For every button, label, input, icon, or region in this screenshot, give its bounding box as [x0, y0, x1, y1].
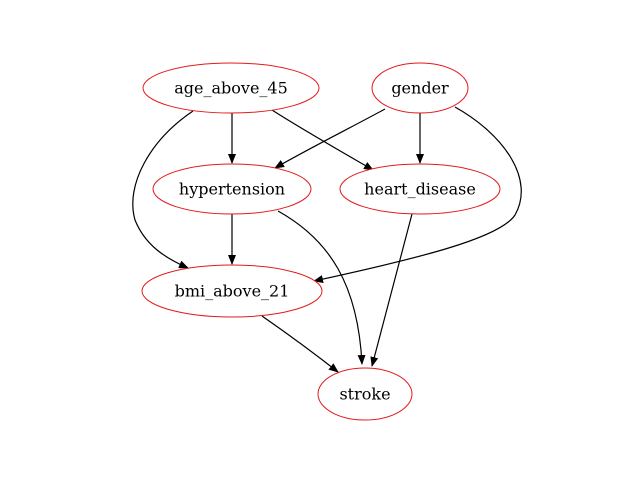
edges — [132, 106, 522, 373]
edge-heart-disease-to-stroke — [370, 213, 413, 367]
node-label: heart_disease — [364, 180, 476, 199]
edge-hypertension-to-stroke — [277, 210, 366, 365]
node-heart-disease: heart_disease — [339, 163, 501, 215]
edge-bmi-to-stroke — [261, 315, 339, 373]
node-label: bmi_above_21 — [175, 282, 290, 301]
node-outline — [142, 62, 320, 114]
node-outline — [339, 163, 501, 215]
node-age-above-45: age_above_45 — [142, 62, 320, 114]
node-outline — [152, 163, 312, 215]
edge-gender-to-bmi — [313, 106, 522, 284]
edge-gender-to-hypertension — [274, 108, 386, 169]
node-bmi-above-21: bmi_above_21 — [141, 264, 323, 318]
node-label: stroke — [339, 385, 390, 404]
edge-age-to-heart-disease — [271, 109, 374, 171]
node-outline — [317, 367, 413, 421]
node-hypertension: hypertension — [152, 163, 312, 215]
edge-age-to-bmi — [132, 110, 194, 269]
node-stroke: stroke — [317, 367, 413, 421]
nodes: age_above_45 gender hypertension heart_d… — [141, 62, 501, 421]
node-label: gender — [391, 79, 449, 98]
node-gender: gender — [371, 62, 469, 114]
node-label: hypertension — [179, 180, 285, 199]
node-label: age_above_45 — [174, 79, 288, 98]
node-outline — [371, 62, 469, 114]
node-outline — [141, 264, 323, 318]
